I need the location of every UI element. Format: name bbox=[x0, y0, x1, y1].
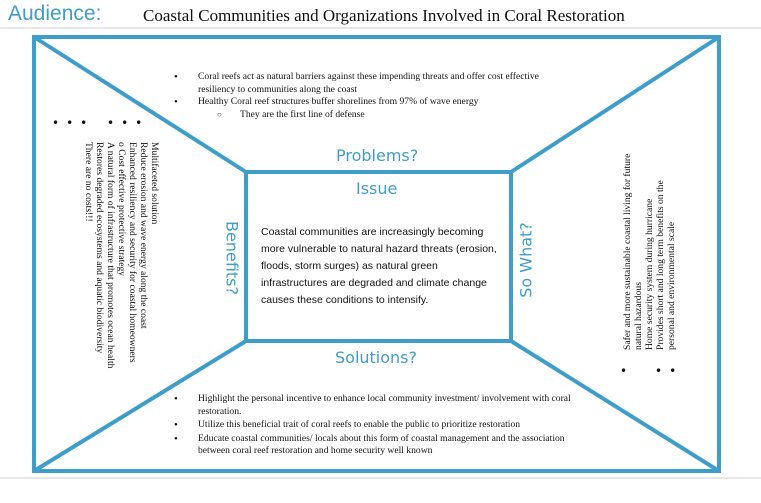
bullet-markers: • bbox=[620, 364, 635, 378]
problems-list: Coral reefs act as natural barriers agai… bbox=[172, 71, 552, 121]
audience-header: Audience: Coastal Communities and Organi… bbox=[0, 0, 761, 28]
audience-label: Audience: bbox=[8, 2, 102, 25]
solutions-list: Highlight the personal incentive to enha… bbox=[172, 393, 592, 459]
benefits-label: Benefits? bbox=[222, 221, 242, 295]
list-item: A natural form of infrastructure that pr… bbox=[105, 142, 116, 369]
list-sub-item: They are the first line of defense bbox=[172, 109, 552, 122]
issue-label: Issue bbox=[356, 179, 398, 198]
issue-statement: Coastal communities are increasingly bec… bbox=[261, 226, 497, 306]
connector-top-left bbox=[32, 35, 248, 174]
problems-label: Problems? bbox=[336, 146, 419, 165]
list-item: Multifaceted solution bbox=[149, 142, 160, 225]
list-item: Highlight the personal incentive to enha… bbox=[172, 393, 592, 418]
list-item: Enhanced resiliency and security for coa… bbox=[127, 142, 138, 363]
list-item: Home security system during hurricane bbox=[644, 198, 655, 350]
list-item: Provides short and long term benefits on… bbox=[655, 180, 666, 350]
connector-bottom-right bbox=[509, 339, 721, 473]
connector-top-right bbox=[509, 35, 721, 174]
list-item: There are no costs!!! bbox=[83, 142, 94, 222]
bullet-markers: ••• bbox=[107, 116, 150, 130]
list-item: natural hazardous bbox=[633, 282, 644, 350]
audience-description: Coastal Communities and Organizations In… bbox=[143, 6, 625, 25]
list-item: Educate coastal communities/ locals abou… bbox=[172, 433, 592, 458]
list-item: Coral reefs act as natural barriers agai… bbox=[172, 71, 552, 96]
bullet-markers: •• bbox=[655, 364, 684, 378]
benefits-list: Multifaceted solution Reduce erosion and… bbox=[83, 142, 160, 368]
list-item: Reduce erosion and wave energy along the… bbox=[138, 142, 149, 329]
so-what-list: Safer and more sustainable coastal livin… bbox=[622, 154, 677, 350]
solutions-label: Solutions? bbox=[335, 348, 418, 367]
issue-box bbox=[244, 170, 513, 343]
outer-rectangle bbox=[32, 35, 721, 473]
connector-bottom-left bbox=[32, 339, 248, 473]
list-item: Healthy Coral reef structures buffer sho… bbox=[172, 96, 552, 109]
list-item: personal and environmental scale bbox=[666, 221, 677, 350]
list-item: Restores degraded ecosystems and aquatic… bbox=[94, 142, 105, 354]
list-item: Safer and more sustainable coastal livin… bbox=[622, 153, 633, 350]
bullet-markers: ••• bbox=[52, 116, 95, 130]
so-what-label: So What? bbox=[516, 222, 536, 298]
list-item: Utilize this beneficial trait of coral r… bbox=[172, 419, 592, 432]
list-sub-item: o Cost effective protective strategy bbox=[116, 142, 127, 277]
